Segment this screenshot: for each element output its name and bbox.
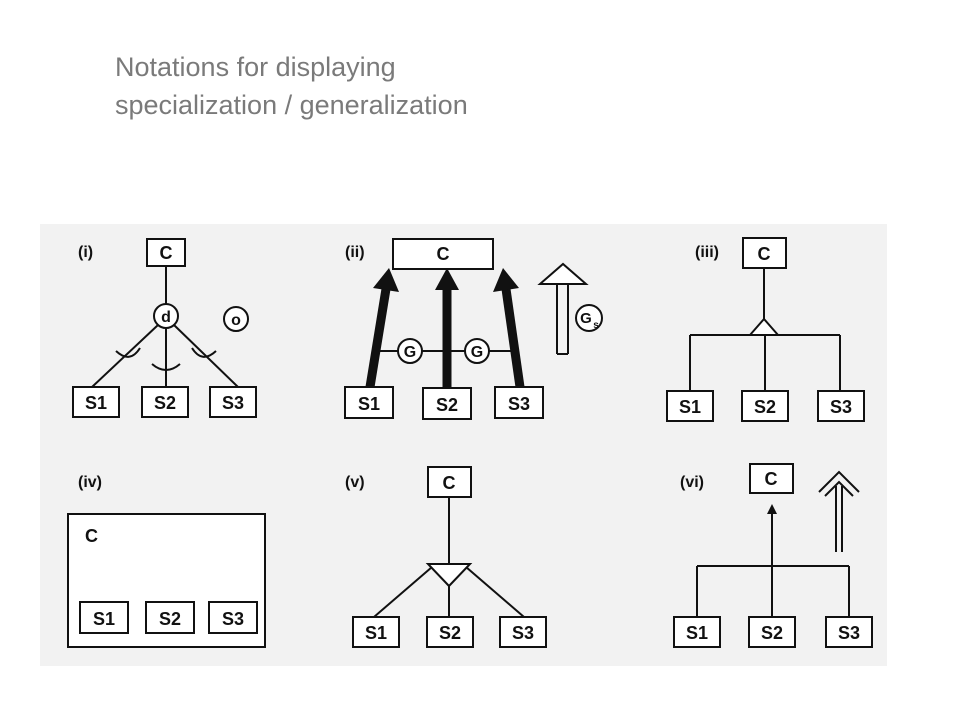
panel-i-s1-label: S1 (85, 393, 107, 413)
panel-iv-s1-label: S1 (93, 609, 115, 629)
panel-v-s3-box (499, 616, 547, 648)
panel-ii-side-label: G (580, 310, 592, 327)
panel-iii: (iii) C S1 S2 S3 (666, 237, 865, 422)
panel-ii-g-circle-1 (397, 338, 423, 364)
panel-i-s1-box (72, 386, 120, 418)
panel-iii-s3-label: S3 (830, 397, 852, 417)
panel-ii-g-label-1: G (404, 344, 416, 361)
panel-ii-label: (ii) (345, 244, 365, 261)
panel-i-side-circle-label: o (231, 312, 241, 329)
panel-ii-arrowhead-middle (435, 268, 459, 290)
panel-v-s1-box (352, 616, 400, 648)
panel-ii-s3-label: S3 (508, 394, 530, 414)
panel-ii-g-label-2: G (471, 344, 483, 361)
title-line-1: Notations for displaying (115, 52, 396, 82)
panel-v-inverted-triangle (425, 563, 473, 588)
panel-iv-s3-label: S3 (222, 609, 244, 629)
panel-ii-s3-box (494, 386, 544, 419)
panel-vi-s1-label: S1 (686, 623, 708, 643)
panel-iv: (iv) C S1 S2 S3 (67, 474, 266, 648)
panel-i-s3-label: S3 (222, 393, 244, 413)
panel-v-label: (v) (345, 474, 365, 491)
panel-iv-label: (iv) (78, 474, 102, 491)
panel-ii-s1-label: S1 (358, 394, 380, 414)
panel-ii-g-circle-2 (464, 338, 490, 364)
panel-vi-double-arrow-outer (818, 470, 860, 493)
panel-ii-superclass-label: C (437, 244, 450, 264)
title-line-2: specialization / generalization (115, 90, 468, 120)
panel-iv-s3-box (208, 601, 258, 634)
panel-iv-s1-box (79, 601, 129, 634)
panel-i-subset-arc-1 (115, 347, 141, 358)
panel-ii-side-circle (575, 304, 603, 332)
panel-vi-superclass-box (749, 463, 794, 494)
panel-iii-s2-box (741, 390, 789, 422)
panel-i-subset-arc-2 (151, 363, 181, 371)
panel-ii-superclass-box (392, 238, 494, 270)
panel-v: (v) C S1 S2 S3 (345, 466, 547, 648)
panel-iv-superclass-label: C (85, 526, 98, 546)
panel-ii-arrow-left (365, 288, 391, 388)
panel-iv-s2-label: S2 (159, 609, 181, 629)
panel-v-s2-box (426, 616, 474, 648)
panel-vi-s2-box (748, 616, 796, 648)
panel-ii-s1-box (344, 386, 394, 419)
panel-iii-s3-box (817, 390, 865, 422)
panel-iii-triangle (747, 317, 781, 336)
panel-i-s3-box (209, 386, 257, 418)
panel-vi: (vi) C S1 S2 S3 (673, 463, 873, 648)
panel-vi-label: (vi) (680, 474, 704, 491)
panel-i-s2-box (141, 386, 189, 418)
panel-ii-s2-label: S2 (436, 395, 458, 415)
panel-i-label: (i) (78, 244, 93, 261)
panel-i-circle-label: d (161, 309, 171, 326)
panel-ii: (ii) C G G G s S1 S2 S3 (344, 238, 603, 420)
panel-i-overlap-circle (223, 306, 249, 332)
panel-i-superclass-label: C (160, 243, 173, 263)
panel-vi-s3-label: S3 (838, 623, 860, 643)
panel-iii-label: (iii) (695, 244, 719, 261)
panel-iii-s1-box (666, 390, 714, 422)
notation-figure: (i) C d o S1 S2 S3 (ii) C (40, 224, 887, 666)
panel-ii-side-label-subscript: s (593, 320, 599, 331)
panel-vi-s3-box (825, 616, 873, 648)
panel-i-subset-arc-3 (191, 347, 217, 358)
panel-ii-arrowhead-right (493, 268, 519, 292)
panel-v-s2-label: S2 (439, 623, 461, 643)
panel-vi-s1-box (673, 616, 721, 648)
slide-title: Notations for displaying specialization … (115, 48, 468, 124)
panel-iii-s1-label: S1 (679, 397, 701, 417)
panel-i: (i) C d o S1 S2 S3 (72, 238, 257, 418)
panel-ii-arrow-right (501, 288, 525, 388)
panel-ii-s2-box (422, 387, 472, 420)
notation-diagram: (i) C d o S1 S2 S3 (ii) C (67, 237, 873, 648)
panel-iii-superclass-label: C (758, 244, 771, 264)
panel-v-s3-label: S3 (512, 623, 534, 643)
panel-ii-arrowhead-left (373, 268, 399, 292)
panel-vi-s2-label: S2 (761, 623, 783, 643)
panel-vi-superclass-label: C (765, 469, 778, 489)
panel-v-superclass-label: C (443, 473, 456, 493)
panel-iv-s2-box (145, 601, 195, 634)
panel-i-s2-label: S2 (154, 393, 176, 413)
panel-v-s1-label: S1 (365, 623, 387, 643)
panel-ii-side-arrowhead (537, 262, 589, 285)
panel-iii-s2-label: S2 (754, 397, 776, 417)
